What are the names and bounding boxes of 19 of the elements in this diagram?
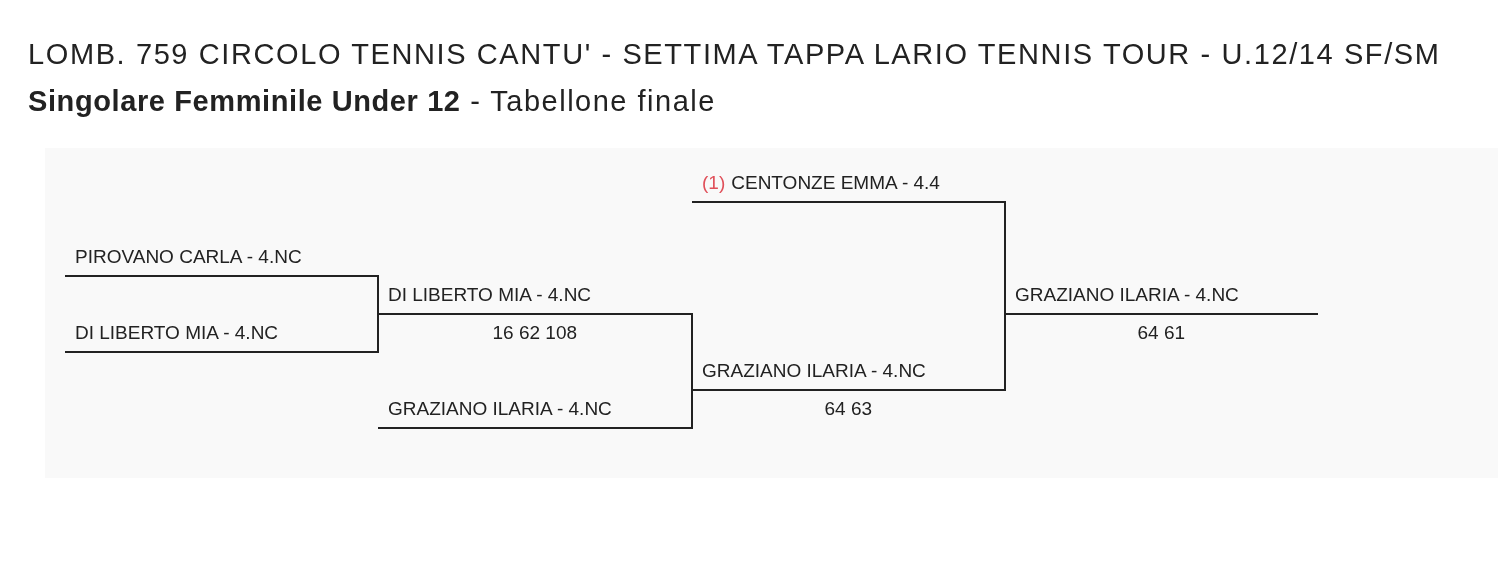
match-score: 64 63 [824, 398, 873, 420]
player-name: GRAZIANO ILARIA - 4.NC [702, 360, 926, 382]
bracket-connector [691, 389, 693, 429]
bracket-connector [377, 313, 379, 353]
bracket-connector [1004, 313, 1006, 391]
seed-number: (1) [702, 172, 726, 194]
player-name: PIROVANO CARLA - 4.NC [75, 246, 302, 268]
bracket-connector [1004, 201, 1006, 315]
match-score: 64 61 [1137, 322, 1186, 344]
title: LOMB. 759 CIRCOLO TENNIS CANTU' - SETTIMA TAPPA LARIO TENNIS TOUR - U.12/14 SF/SM [28, 37, 1441, 72]
player-name: CENTONZE EMMA - 4.4 [731, 172, 940, 194]
bracket-connector [377, 275, 379, 315]
bracket-connector [691, 313, 693, 391]
player-name: DI LIBERTO MIA - 4.NC [388, 284, 592, 306]
subtitle: Singolare Femminile Under 12 - Tabellone finale [28, 84, 716, 119]
player-name: GRAZIANO ILARIA - 4.NC [388, 398, 612, 420]
player-name: GRAZIANO ILARIA - 4.NC [1015, 284, 1239, 306]
match-score: 16 62 108 [492, 322, 578, 344]
player-name: DI LIBERTO MIA - 4.NC [75, 322, 279, 344]
